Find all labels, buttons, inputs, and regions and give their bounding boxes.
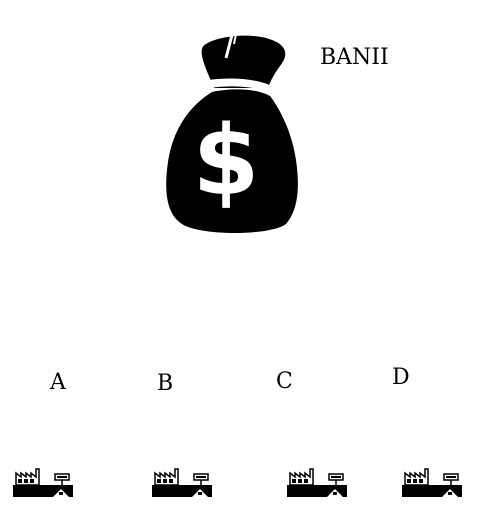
factory-label-c: C: [276, 369, 293, 394]
factory-icon: [152, 468, 212, 497]
money-bag-icon: $: [166, 33, 298, 233]
factory-label-d: D: [392, 365, 410, 390]
factory-icon: [402, 468, 462, 497]
factory-icon: [287, 468, 347, 497]
bag-body: [166, 89, 298, 233]
bag-neck: [201, 35, 286, 88]
factory-icon: [13, 468, 73, 497]
factory-label-b: B: [157, 371, 174, 396]
bag-label: BANII: [320, 45, 389, 70]
factory-label-a: A: [50, 370, 66, 395]
dollar-symbol: $: [193, 105, 260, 217]
